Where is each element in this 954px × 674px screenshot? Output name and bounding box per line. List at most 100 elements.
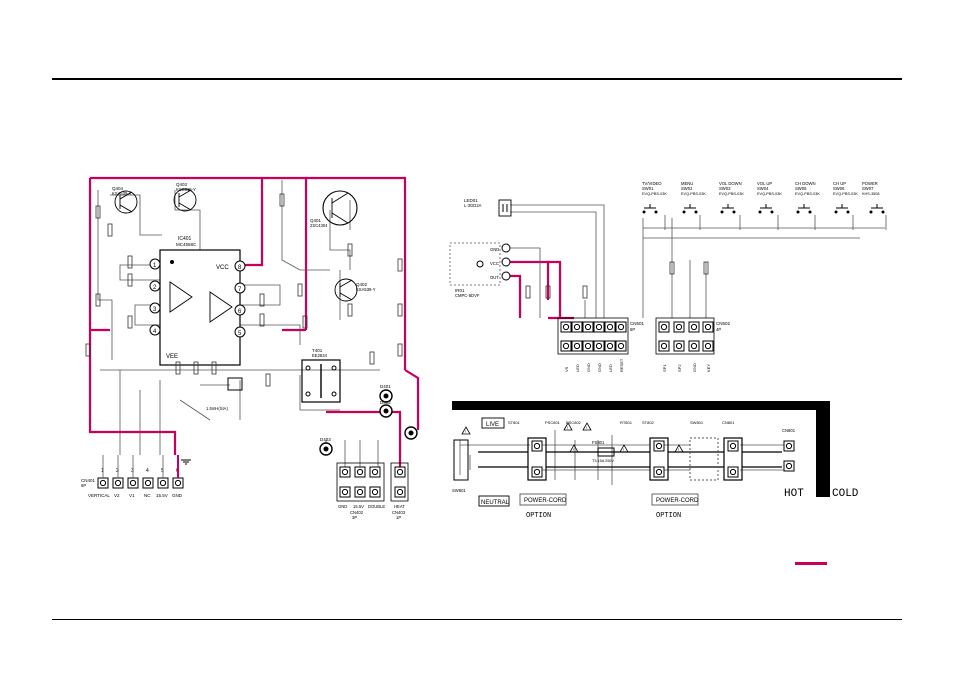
svg-text:V2: V2: [114, 493, 120, 498]
svg-text:VOL DOWN: VOL DOWN: [719, 181, 742, 186]
cn501-labels: VS LED GND GND LED RESET: [564, 358, 624, 372]
svg-text:VS: VS: [564, 366, 569, 372]
svg-text:7: 7: [238, 287, 242, 293]
svg-text:5: 5: [238, 331, 242, 337]
svg-text:IR01: IR01: [455, 288, 465, 293]
svg-text:SP1: SP1: [662, 364, 667, 372]
svg-text:1: 1: [101, 468, 104, 474]
svg-text:KHS-3508: KHS-3508: [862, 192, 880, 196]
ac-inlet: [453, 439, 469, 481]
svg-text:1P: 1P: [396, 515, 401, 520]
power-terminals: [531, 440, 795, 478]
svg-text:POWER-CORD: POWER-CORD: [656, 498, 699, 504]
svg-text:GND: GND: [692, 363, 697, 372]
svg-text:SW02: SW02: [681, 186, 693, 191]
svg-text:TV/VIDEO: TV/VIDEO: [642, 181, 662, 186]
svg-text:3: 3: [153, 307, 157, 313]
svg-text:CN801: CN801: [722, 420, 735, 425]
ic401-pins: 1 2 3 4 8 7 6 5: [149, 258, 246, 338]
svg-text:EVQ-PBS-03K: EVQ-PBS-03K: [757, 192, 782, 196]
svg-text:SW05: SW05: [795, 186, 807, 191]
svg-text:SW01: SW01: [642, 186, 654, 191]
power-input-section: HOT COLD: [452, 401, 859, 520]
svg-text:GND: GND: [490, 247, 499, 252]
wiring: [97, 180, 380, 470]
svg-text:SW801: SW801: [690, 420, 704, 425]
svg-text:CN403: CN403: [392, 510, 406, 515]
cn402-connector: GND 15.5V DOUBLE CN402 3P: [336, 462, 385, 520]
hot-cold-divider: [816, 401, 830, 497]
svg-text:OUT: OUT: [490, 275, 499, 280]
cn403-connector: HEAT CN403 1P: [390, 462, 409, 520]
ic401-ref: IC401: [178, 236, 192, 242]
transistors: [114, 188, 358, 302]
svg-text:CN402: CN402: [350, 510, 364, 515]
svg-text:EVQ-PBS-03K: EVQ-PBS-03K: [681, 192, 706, 196]
svg-text:CN502: CN502: [716, 321, 731, 326]
svg-text:!: !: [586, 425, 587, 430]
svg-text:GND: GND: [597, 363, 602, 372]
svg-text:POWER: POWER: [862, 181, 878, 186]
vcc-label: VCC: [216, 265, 229, 271]
key-switches: TV/VIDEO SW01 EVQ-PBS-03K MENU SW02 EVQ-…: [642, 181, 885, 214]
svg-text:L-3GD2A: L-3GD2A: [464, 203, 482, 208]
highlight-rails: [88, 176, 420, 470]
svg-text:NEUTRAL: NEUTRAL: [481, 500, 510, 506]
svg-text:CN501: CN501: [630, 321, 645, 326]
svg-text:KSC815-Y: KSC815-Y: [176, 187, 196, 192]
svg-text:D401: D401: [380, 384, 391, 389]
svg-text:SW03: SW03: [719, 186, 731, 191]
legend-highlight-swatch: [795, 562, 827, 565]
svg-text:SW07: SW07: [862, 186, 874, 191]
vertical-deflection-section: IC401 MC4558C VCC VEE 1 2 3 4 8 7 6 5 Q4…: [81, 176, 420, 520]
power-part-refs: ST801 PSC801 PSC802 RT801 ST802 SW801 CN…: [508, 420, 735, 425]
cn801-label: CN801: [782, 428, 796, 433]
svg-text:KSA539-Y: KSA539-Y: [356, 287, 376, 292]
svg-text:LED: LED: [575, 364, 580, 372]
power-switch-box: [689, 437, 719, 481]
svg-text:EVQ-PBS-03K: EVQ-PBS-03K: [642, 192, 667, 196]
svg-text:LIVE: LIVE: [486, 422, 499, 428]
svg-text:VERTICAL: VERTICAL: [88, 493, 110, 498]
svg-text:VCC: VCC: [490, 261, 499, 266]
l401-coil: [227, 377, 243, 391]
svg-text:8: 8: [238, 265, 242, 271]
svg-text:6: 6: [238, 309, 242, 315]
d401-d403-terminals: D401 D402 D403: [319, 384, 418, 456]
ir01-receiver: GND VCC OUT IR01 CMPC-5DVF: [449, 242, 511, 298]
fuse-spec: T3.15A 250V: [592, 459, 614, 463]
led01: LED01 L-3GD2A: [464, 198, 512, 217]
vee-label: VEE: [166, 354, 178, 360]
key-ir-section: LED01 L-3GD2A GND VCC OUT IR01 CMPC-5DVF…: [449, 181, 887, 372]
svg-text:1.5mH(SIA): 1.5mH(SIA): [206, 406, 228, 411]
svg-text:15.5V: 15.5V: [353, 504, 364, 509]
svg-text:1: 1: [153, 263, 157, 269]
svg-text:6P: 6P: [630, 327, 635, 332]
hot-cold-bar-top: [452, 401, 830, 410]
cold-label: COLD: [832, 488, 859, 500]
svg-text:3P: 3P: [352, 515, 357, 520]
key-wiring: [508, 204, 887, 318]
svg-text:V1: V1: [129, 493, 135, 498]
power-wiring: [459, 430, 785, 485]
svg-text:POWER-CORD: POWER-CORD: [524, 498, 567, 504]
svg-text:2: 2: [153, 285, 157, 291]
svg-text:CMPC-5DVF: CMPC-5DVF: [455, 293, 480, 298]
svg-text:DOUBLE: DOUBLE: [368, 504, 385, 509]
svg-text:4: 4: [146, 468, 149, 474]
q403-ref: Q403: [176, 182, 188, 187]
svg-text:HEAT: HEAT: [394, 504, 405, 509]
power-cord-tag-2: POWER-CORD: [651, 493, 699, 506]
svg-text:ST802: ST802: [642, 420, 655, 425]
svg-text:RT801: RT801: [620, 420, 633, 425]
svg-text:EVQ-PBS-03K: EVQ-PBS-03K: [795, 192, 820, 196]
svg-text:4P: 4P: [716, 327, 721, 332]
option-label-1: OPTION: [526, 512, 551, 520]
svg-text:6P: 6P: [81, 483, 86, 488]
q401-ref: Q401: [310, 218, 322, 223]
svg-text:LED: LED: [608, 364, 613, 372]
svg-text:EVQ-PBS-03K: EVQ-PBS-03K: [719, 192, 744, 196]
cn401-connector: CN401 6P 1 2 3 4 5 6 VERTICAL V2 V1 NC 1…: [81, 455, 184, 498]
svg-text:CH UP: CH UP: [833, 181, 846, 186]
svg-text:D402: D402: [380, 400, 391, 405]
